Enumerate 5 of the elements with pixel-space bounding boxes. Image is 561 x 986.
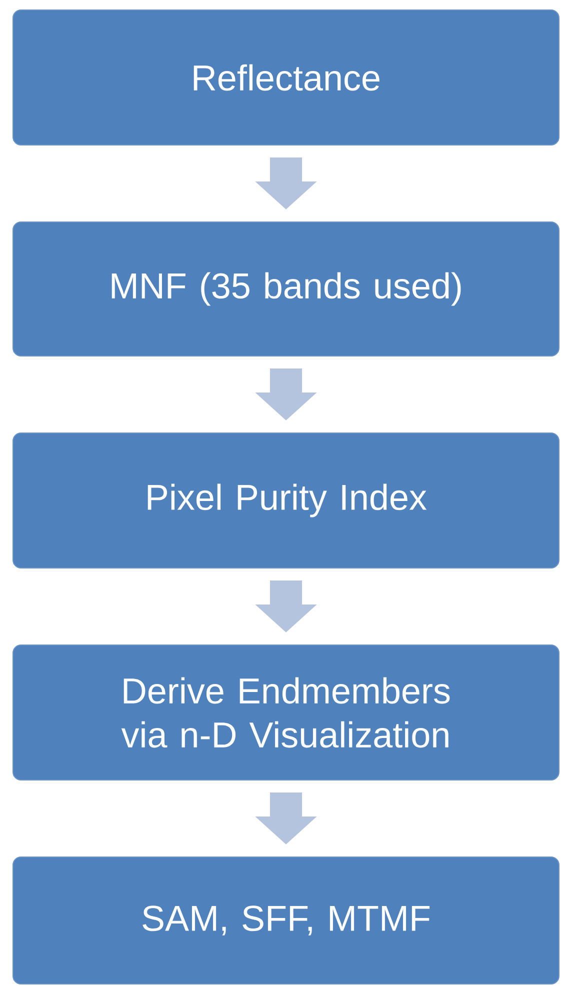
- process-box: SAM, SFF, MTMF: [12, 856, 560, 984]
- process-box: MNF (35 bands used): [12, 222, 560, 356]
- process-box: Reflectance: [12, 10, 560, 146]
- process-box: Derive Endmembers via n-D Visualization: [12, 644, 560, 780]
- process-box: Pixel Purity Index: [12, 432, 560, 568]
